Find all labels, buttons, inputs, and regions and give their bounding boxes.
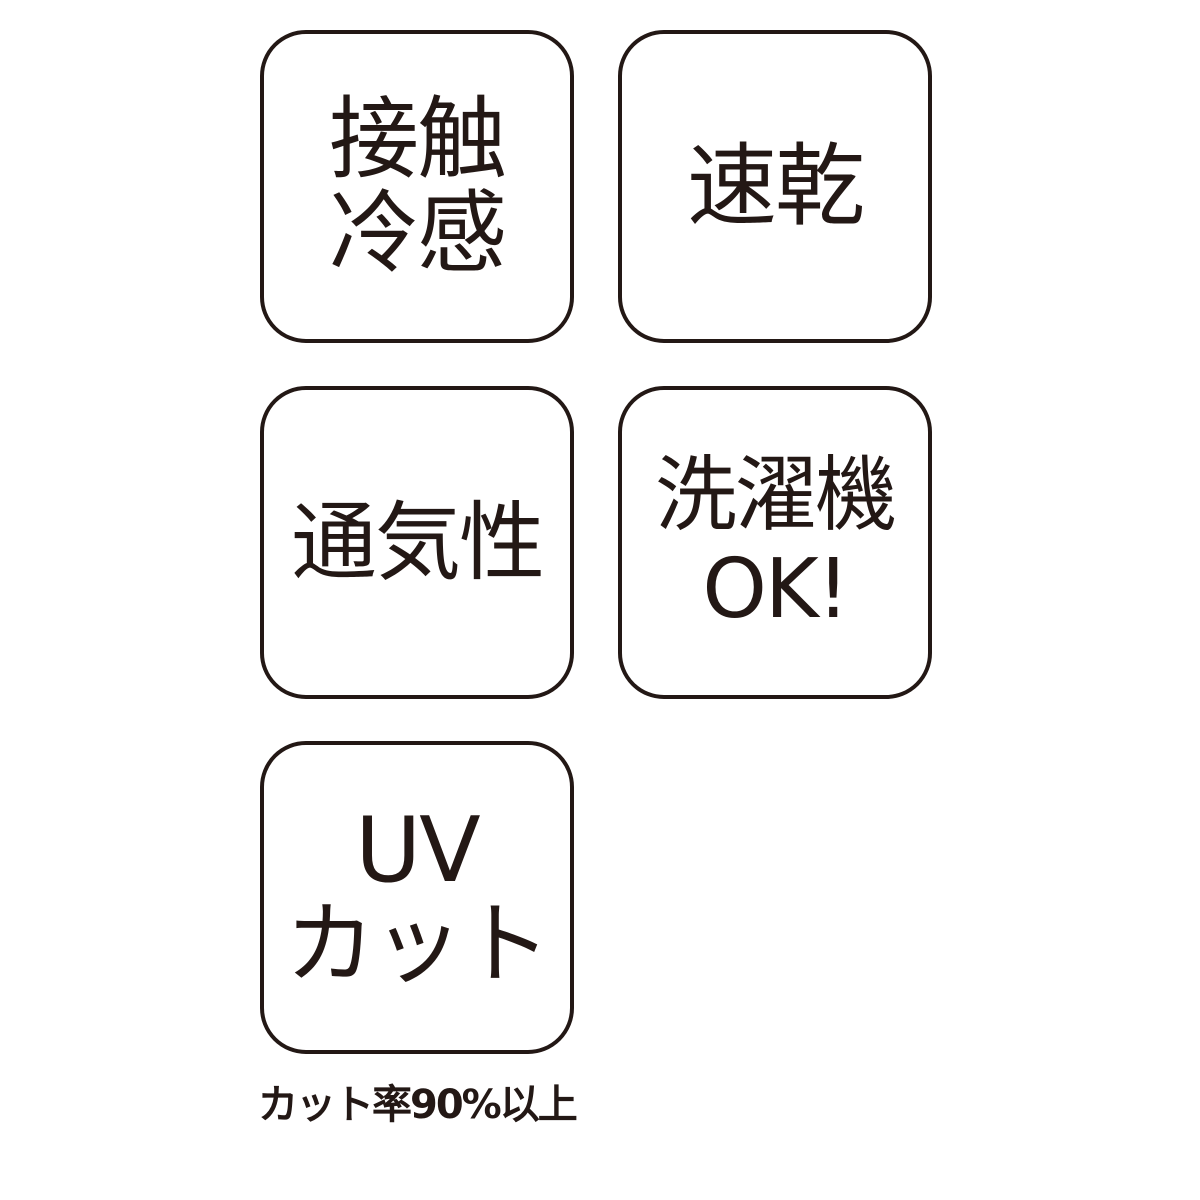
badge-text: UV (355, 797, 480, 903)
uv-cut-rate-caption: カット率90%以上 (258, 1082, 578, 1128)
badge-contact-cooling: 接触 冷感 (260, 30, 574, 343)
badge-text: 速乾 (687, 133, 865, 239)
badge-text: 接触 (329, 86, 507, 192)
badge-quick-dry: 速乾 (618, 30, 932, 343)
badge-text: 冷感 (329, 180, 507, 286)
badge-text: 通気性 (291, 492, 545, 593)
badge-breathable: 通気性 (260, 386, 574, 699)
badge-text: 洗濯機 (654, 447, 897, 543)
badge-text: OK! (702, 541, 849, 637)
badge-text: カット (285, 891, 551, 997)
badge-uv-cut: UV カット (260, 741, 574, 1054)
badge-machine-washable: 洗濯機 OK! (618, 386, 932, 699)
